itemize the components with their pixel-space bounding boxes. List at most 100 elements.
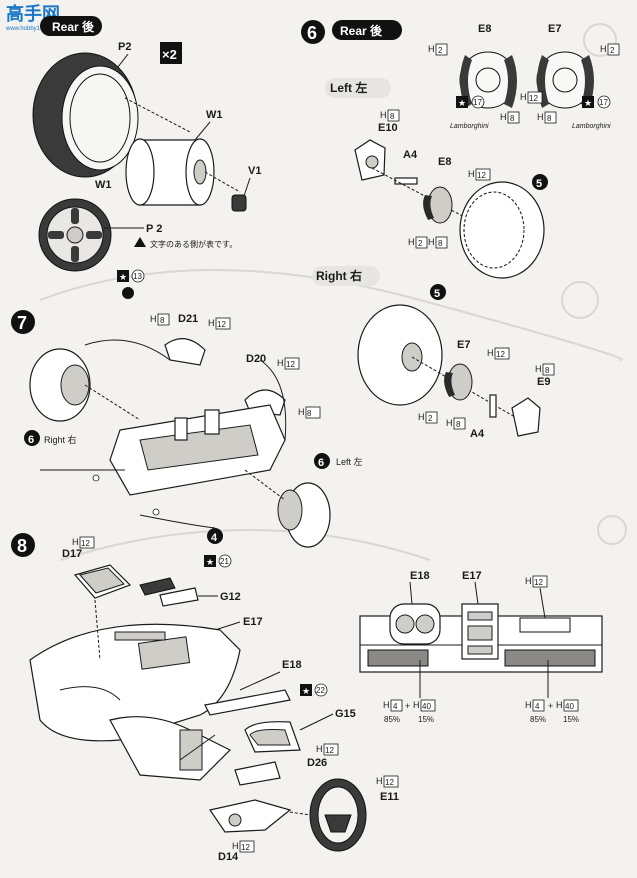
step7-number-badge bbox=[11, 310, 35, 334]
svg-text:★: ★ bbox=[458, 98, 466, 108]
label-g12: G12 bbox=[220, 591, 241, 603]
svg-text:H: H bbox=[446, 418, 453, 428]
label-d17: D17 bbox=[62, 548, 82, 560]
svg-text:H: H bbox=[537, 112, 544, 122]
svg-text:H: H bbox=[208, 318, 215, 328]
rear-wheel-right bbox=[357, 304, 443, 406]
watermark-url: www.hobby163.com bbox=[5, 26, 60, 32]
svg-text:12: 12 bbox=[325, 746, 334, 755]
label-v1: V1 bbox=[248, 165, 261, 177]
center-console bbox=[109, 716, 232, 781]
svg-text:+: + bbox=[548, 701, 553, 711]
trim-e18 bbox=[204, 689, 291, 716]
label-w1-front: W1 bbox=[95, 179, 112, 191]
label-d20: D20 bbox=[246, 353, 266, 365]
right-label: Right 右 bbox=[316, 268, 362, 283]
svg-text:8: 8 bbox=[456, 420, 461, 429]
svg-text:8: 8 bbox=[545, 366, 550, 375]
upright-e9 bbox=[511, 397, 541, 437]
svg-text:H: H bbox=[277, 358, 284, 368]
svg-text:★: ★ bbox=[302, 686, 310, 696]
svg-text:5: 5 bbox=[434, 288, 440, 300]
svg-text:★: ★ bbox=[119, 272, 127, 282]
label-e17: E17 bbox=[243, 616, 263, 628]
step6-number-badge bbox=[301, 20, 325, 44]
mix-left-pct-a: 85% bbox=[384, 715, 400, 724]
label-e8: E8 bbox=[478, 23, 491, 35]
svg-text:★: ★ bbox=[206, 557, 214, 567]
svg-text:H: H bbox=[600, 44, 607, 54]
bracket-d21 bbox=[164, 338, 206, 366]
step-5: Rear 後 ×2 P2 W1 V1 W1 P 2 bbox=[32, 16, 261, 299]
multiplier-badge bbox=[160, 42, 182, 64]
polycap-v1 bbox=[231, 194, 247, 212]
svg-text:8: 8 bbox=[160, 316, 165, 325]
svg-text:8: 8 bbox=[307, 409, 312, 418]
right-ref-label: Right 右 bbox=[44, 434, 77, 445]
svg-text:40: 40 bbox=[422, 702, 431, 711]
svg-text:H: H bbox=[232, 841, 239, 851]
svg-text:H: H bbox=[525, 576, 532, 586]
label-a4-left: A4 bbox=[403, 149, 418, 161]
svg-text:12: 12 bbox=[286, 360, 295, 369]
svg-text:2: 2 bbox=[428, 414, 433, 423]
svg-text:H: H bbox=[413, 700, 420, 710]
svg-text:21: 21 bbox=[220, 557, 229, 566]
svg-text:5: 5 bbox=[536, 178, 542, 190]
svg-text:8: 8 bbox=[438, 239, 443, 248]
paint-13: 13 bbox=[133, 272, 142, 281]
svg-text:H: H bbox=[520, 92, 527, 102]
svg-text:+: + bbox=[405, 701, 410, 711]
svg-text:H: H bbox=[376, 776, 383, 786]
svg-text:12: 12 bbox=[217, 320, 226, 329]
lamborghini-logo-right: Lamborghini bbox=[572, 123, 611, 130]
step8-number-badge bbox=[11, 533, 35, 557]
svg-text:12: 12 bbox=[477, 171, 486, 180]
column-d26 bbox=[234, 761, 281, 786]
shaft-a4-right bbox=[489, 394, 497, 418]
svg-text:8: 8 bbox=[390, 112, 395, 121]
svg-text:H: H bbox=[468, 169, 475, 179]
svg-text:2: 2 bbox=[610, 46, 615, 55]
label-g15: G15 bbox=[335, 708, 356, 720]
step7-number: 7 bbox=[17, 313, 27, 333]
mix-right-pct-b: 15% bbox=[563, 715, 579, 724]
label-e10: E10 bbox=[378, 122, 398, 134]
column-d14 bbox=[209, 799, 292, 833]
multiplier-text: ×2 bbox=[162, 47, 177, 62]
svg-text:H: H bbox=[72, 537, 79, 547]
svg-text:4: 4 bbox=[211, 532, 218, 544]
detail-label-e17: E17 bbox=[462, 570, 482, 582]
step8-number: 8 bbox=[17, 536, 27, 556]
svg-text:8: 8 bbox=[547, 114, 552, 123]
label-e7-right: E7 bbox=[457, 339, 470, 351]
svg-text:★: ★ bbox=[584, 98, 592, 108]
svg-text:4: 4 bbox=[393, 702, 398, 711]
label-p2: P2 bbox=[118, 41, 131, 53]
label-e11: E11 bbox=[380, 791, 399, 803]
left-label: Left 左 bbox=[330, 80, 367, 95]
lamborghini-logo-left: Lamborghini bbox=[450, 123, 489, 130]
svg-text:4: 4 bbox=[535, 702, 540, 711]
step5-title-pill bbox=[40, 16, 102, 36]
step5-title: Rear 後 bbox=[52, 19, 95, 34]
label-d26: D26 bbox=[307, 757, 327, 769]
label-d14: D14 bbox=[218, 851, 239, 863]
svg-text:H: H bbox=[487, 348, 494, 358]
svg-text:H: H bbox=[316, 744, 323, 754]
svg-text:12: 12 bbox=[529, 94, 538, 103]
rear-wheel-left bbox=[459, 181, 545, 279]
svg-text:H: H bbox=[418, 412, 425, 422]
label-e7: E7 bbox=[548, 23, 561, 35]
step6-title: Rear 後 bbox=[340, 23, 383, 38]
mix-right-pct-a: 85% bbox=[530, 715, 546, 724]
left-ref-label: Left 左 bbox=[336, 456, 363, 467]
svg-text:H: H bbox=[383, 700, 390, 710]
svg-text:H: H bbox=[380, 110, 387, 120]
mix-left-pct-b: 15% bbox=[418, 715, 434, 724]
